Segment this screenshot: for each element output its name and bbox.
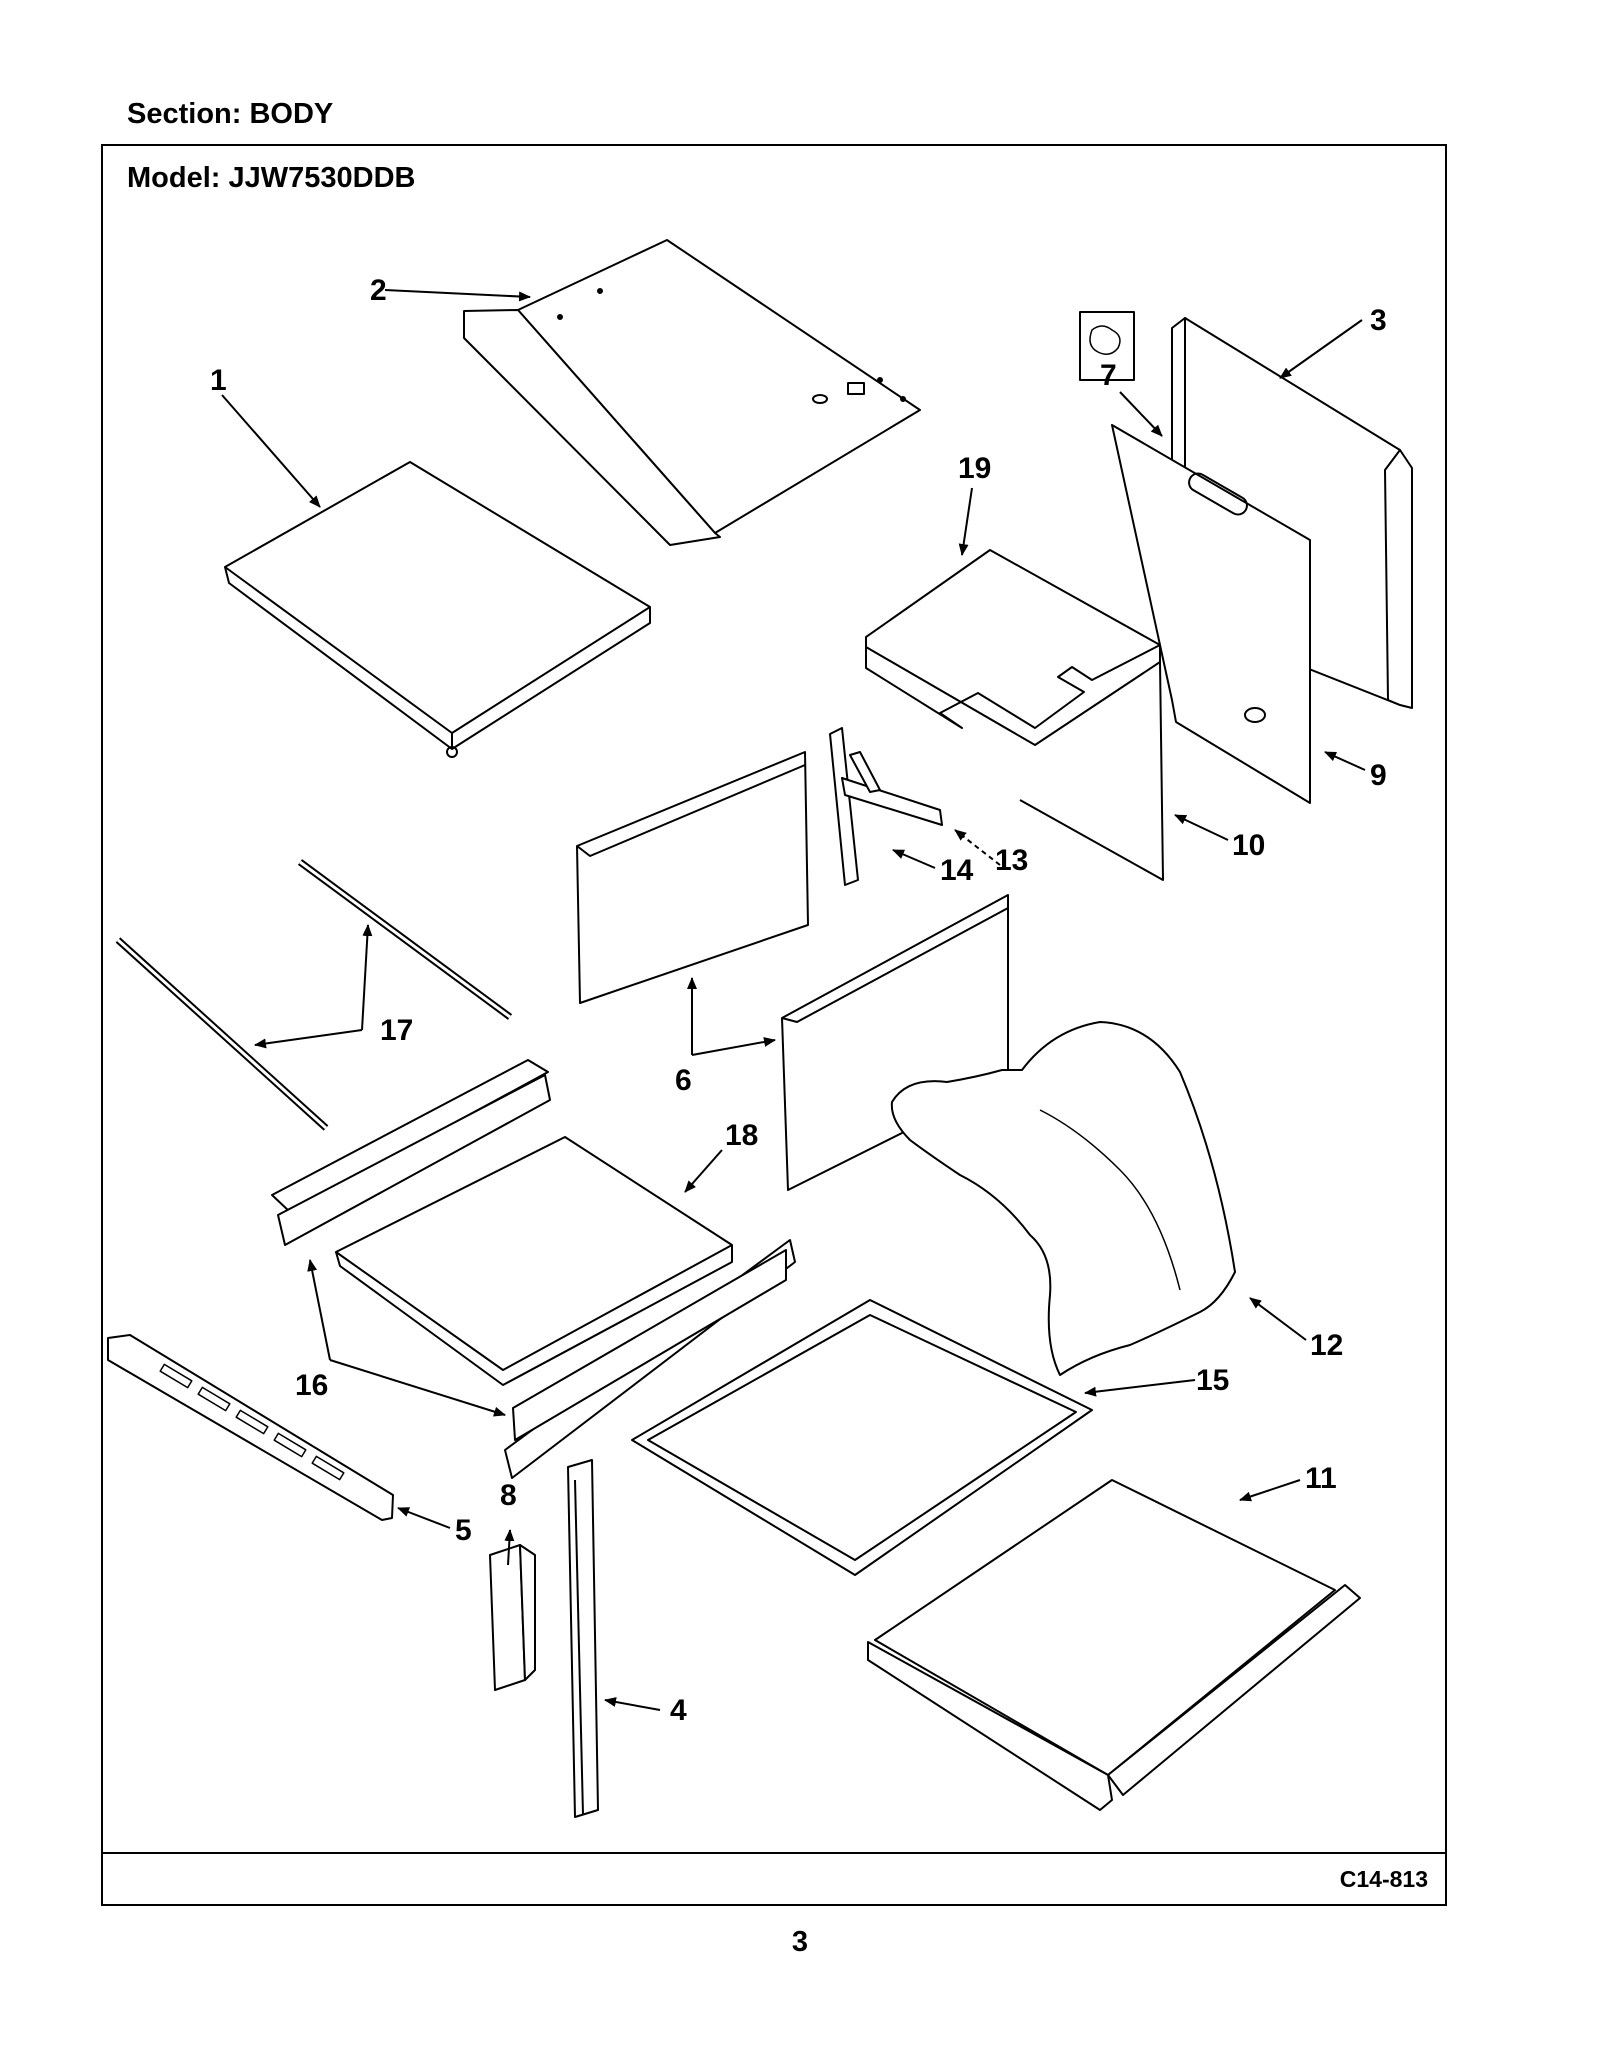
- part-6-upper-panel: [576, 751, 809, 1004]
- callout-10: 10: [1232, 829, 1265, 862]
- callout-2: 2: [370, 274, 387, 307]
- part-15-frame: [631, 1299, 1093, 1576]
- diagram-frame: [101, 144, 1447, 1906]
- footer-divider: [101, 1852, 1447, 1854]
- part-18-bottom-pad: [335, 1136, 733, 1386]
- part-2-rear-panel: [463, 239, 921, 546]
- callout-1: 1: [210, 364, 227, 397]
- callout-17: 17: [380, 1014, 413, 1047]
- callout-15: 15: [1196, 1364, 1229, 1397]
- part-4-trim: [567, 1459, 599, 1818]
- callout-6: 6: [675, 1064, 692, 1097]
- part-12-insulation-blanket: [890, 1021, 1236, 1376]
- part-19-top-pad: [865, 549, 1161, 746]
- callout-16: 16: [295, 1369, 328, 1402]
- callout-5: 5: [455, 1514, 472, 1547]
- part-16-rails: [271, 1059, 796, 1479]
- part-14-bracket: [829, 727, 943, 886]
- callout-4: 4: [670, 1694, 687, 1727]
- part-17-rods: [115, 859, 513, 1131]
- part-8-bracket: [489, 1544, 536, 1691]
- callout-7: 7: [1100, 359, 1117, 392]
- diagram-code: C14-813: [1339, 1866, 1428, 1892]
- part-5-kick-panel: [107, 1334, 394, 1521]
- callout-19: 19: [958, 452, 991, 485]
- part-7-label: [1079, 311, 1135, 381]
- part-9-panel: [1111, 424, 1311, 804]
- callout-13: 13: [995, 844, 1028, 877]
- part-10-insulation: [1019, 661, 1164, 881]
- page-number: 3: [791, 1926, 809, 1958]
- callout-3: 3: [1370, 304, 1387, 337]
- callout-12: 12: [1310, 1329, 1343, 1362]
- callout-18: 18: [725, 1119, 758, 1152]
- callout-8: 8: [500, 1479, 517, 1512]
- part-1-top-panel: [224, 461, 651, 758]
- model-title: Model: JJW7530DDB: [127, 162, 416, 194]
- section-title: Section: BODY: [127, 98, 334, 130]
- part-11-base: [867, 1479, 1361, 1811]
- callout-14: 14: [940, 854, 974, 887]
- callout-9: 9: [1370, 759, 1387, 792]
- callout-11: 11: [1305, 1462, 1337, 1495]
